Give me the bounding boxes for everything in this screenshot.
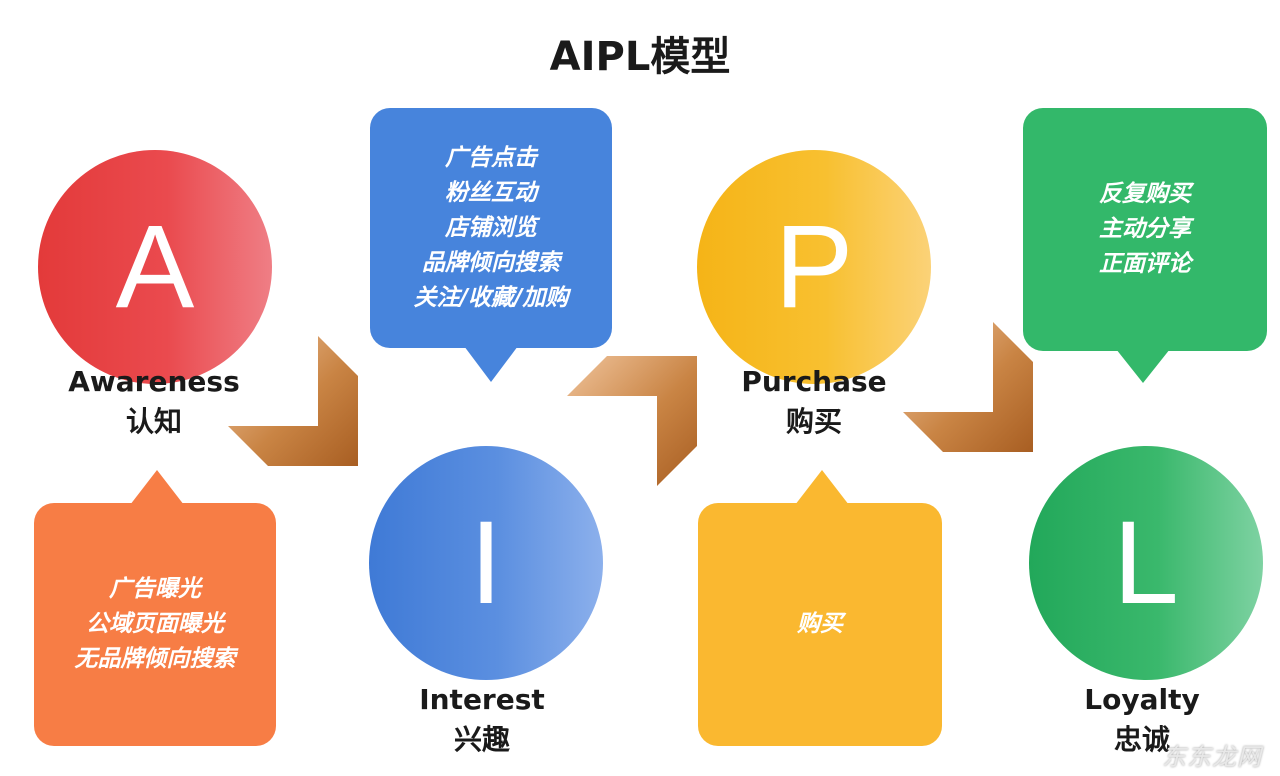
box-line: 反复购买: [1099, 181, 1191, 207]
stage-loyalty-circle: L: [1029, 446, 1263, 680]
stage-interest-label: Interest 兴趣: [352, 680, 612, 760]
interest-actions-box: 广告点击 粉丝互动 店铺浏览 品牌倾向搜索 关注/收藏/加购: [370, 108, 612, 348]
stage-awareness-name-cn: 认知: [125, 405, 182, 438]
stage-awareness-label: Awareness 认知: [24, 362, 284, 442]
stage-interest-circle: I: [369, 446, 603, 680]
stage-loyalty-name-en: Loyalty: [1084, 683, 1200, 716]
stage-loyalty-name-cn: 忠诚: [1113, 723, 1170, 756]
stage-purchase-label: Purchase 购买: [684, 362, 944, 442]
awareness-actions-box: 广告曝光 公域页面曝光 无品牌倾向搜索: [34, 503, 276, 746]
box-line: 广告点击: [445, 144, 537, 171]
box-line: 公域页面曝光: [86, 611, 224, 637]
stage-loyalty-label: Loyalty 忠诚: [1012, 680, 1272, 760]
box-line: 无品牌倾向搜索: [74, 646, 236, 672]
box-line: 店铺浏览: [445, 214, 537, 241]
box-line: 主动分享: [1099, 216, 1191, 242]
box-line: 品牌倾向搜索: [422, 249, 560, 276]
stage-awareness-name-en: Awareness: [68, 365, 240, 398]
box-line: 粉丝互动: [445, 179, 537, 206]
stage-purchase-name-en: Purchase: [741, 365, 887, 398]
diagram-title: AIPL模型: [549, 34, 731, 80]
arrow-awareness-to-interest: [228, 336, 358, 466]
box-line: 广告曝光: [109, 576, 201, 602]
stage-purchase-circle: P: [697, 150, 931, 384]
interest-box-pointer: [464, 346, 518, 382]
loyalty-actions-box: 反复购买 主动分享 正面评论: [1023, 108, 1267, 351]
stage-awareness-circle: A: [38, 150, 272, 384]
watermark: 东东龙网: [1162, 743, 1262, 771]
awareness-box-pointer: [130, 470, 184, 505]
purchase-actions-box: 购买: [698, 503, 942, 746]
stage-interest-name-en: Interest: [419, 683, 545, 716]
stage-interest-name-cn: 兴趣: [453, 723, 510, 756]
purchase-box-pointer: [795, 470, 849, 505]
loyalty-box-pointer: [1116, 349, 1170, 383]
stage-purchase-name-cn: 购买: [785, 405, 842, 438]
arrow-purchase-to-loyalty: [903, 322, 1033, 452]
box-line: 购买: [797, 611, 843, 637]
box-line: 正面评论: [1099, 251, 1191, 277]
box-line: 关注/收藏/加购: [413, 284, 569, 311]
arrow-interest-to-purchase: [567, 356, 697, 486]
